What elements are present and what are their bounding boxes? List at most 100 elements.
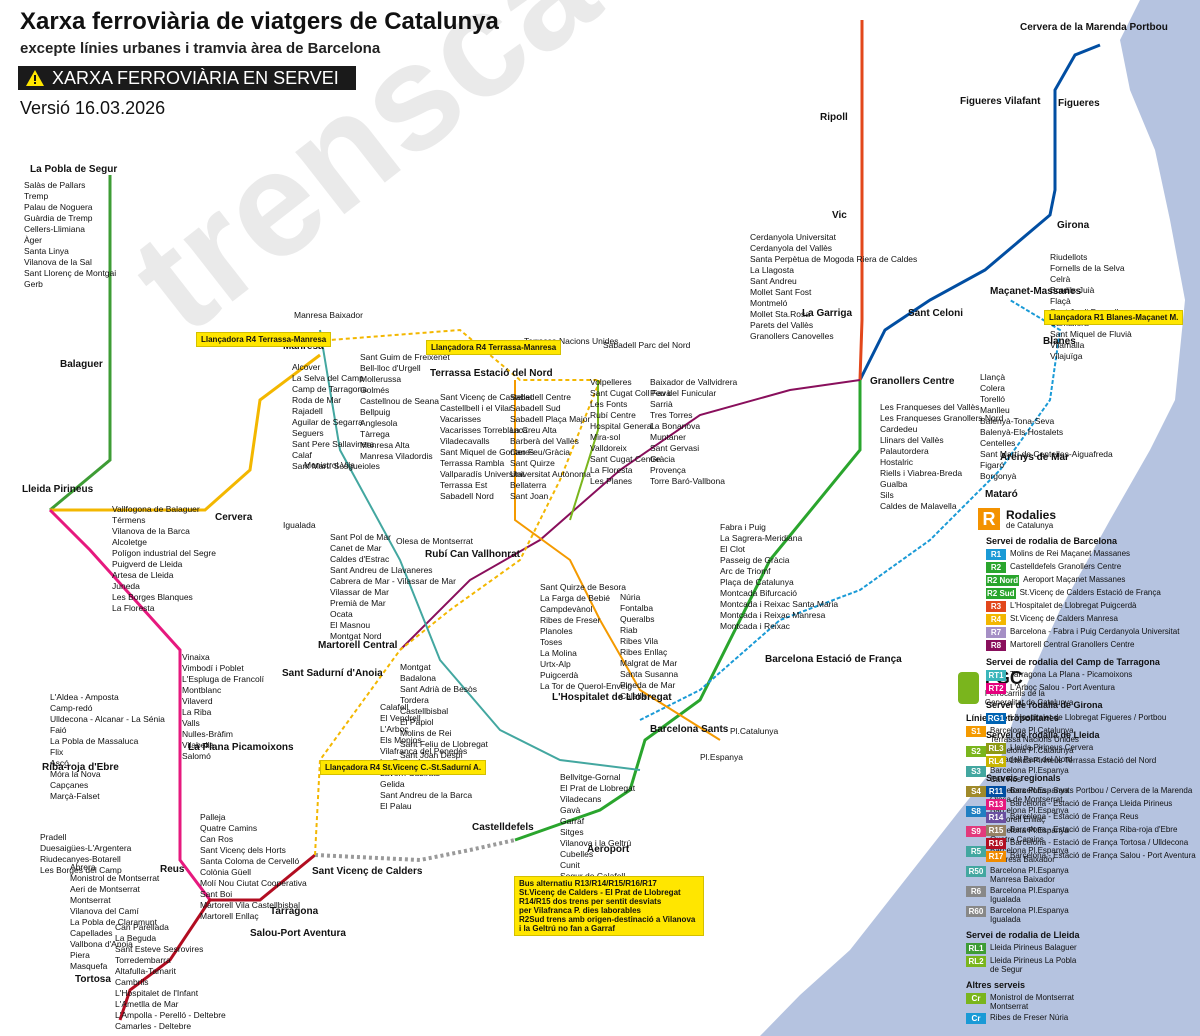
- line-chip: R14: [986, 812, 1006, 823]
- line-chip: Cr: [966, 1013, 986, 1024]
- station-label: Girona: [1057, 220, 1090, 231]
- legend-text: Tarragona La Plana - Picamoixons: [1010, 670, 1133, 679]
- station-label: Sant Adrià de Besòs: [400, 684, 477, 694]
- legend-text: Barcelona - Estació de França Lleida Pir…: [1010, 799, 1173, 808]
- station-label: Tremp: [24, 191, 49, 201]
- station-label: Sarrià: [650, 399, 673, 409]
- station-label: Figaró: [980, 460, 1004, 470]
- station-label: Vacarisses: [440, 414, 481, 424]
- station-label: Universitat Autònoma: [510, 469, 591, 479]
- station-label: Fabra i Puig: [720, 522, 766, 532]
- station-label: Tortosa: [75, 974, 111, 985]
- bus-notice-line: R2Sud trens amb origen-destinació a Vila…: [519, 915, 696, 924]
- station-label: Cerdanyola del Vallès: [750, 243, 832, 253]
- line-chip: R1: [986, 549, 1006, 560]
- station-label: Llançà: [980, 372, 1005, 382]
- station-label: Puigverd de Lleida: [112, 559, 183, 569]
- station-label: Sant Cugat Coll Favà: [590, 388, 671, 398]
- station-label: Plaça de Catalunya: [720, 577, 794, 587]
- line-chip: R6: [966, 886, 986, 897]
- line-r8: [399, 379, 861, 651]
- legend-text: Barcelona - Estació de França Reus: [1010, 812, 1139, 821]
- station-label: Calella: [620, 691, 646, 701]
- line-chip: RL1: [966, 943, 986, 954]
- station-label: L'Ampolla - Perelló - Deltebre: [115, 1010, 226, 1020]
- station-label: Monistrol Vila: [304, 460, 355, 470]
- station-label: Barberà del Vallès: [510, 436, 579, 446]
- station-label: Sant Martí de Centelles-Aiguafreda: [980, 449, 1113, 459]
- station-label: Borgonyà: [980, 471, 1017, 481]
- station-label: Puigcerdà: [540, 670, 579, 680]
- fgc-legend: FGC Ferrocarrils de la Generalitat de Ca…: [958, 668, 1083, 1026]
- legend-text: Aeroport Maçanet Massanes: [1023, 575, 1126, 584]
- legend-text: Barcelona Pl.Espanya Manresa Baixador: [990, 846, 1069, 864]
- station-label: Figueres: [1058, 98, 1100, 109]
- station-label: La Farga de Bebié: [540, 593, 610, 603]
- line-rl3: [50, 353, 321, 512]
- station-label: Alcoletge: [112, 537, 147, 547]
- line-chip: R2 Nord: [986, 575, 1020, 586]
- station-label: Sant Boi: [200, 889, 232, 899]
- station-label: Baixador de Vallvidrera: [650, 377, 738, 387]
- station-label: Montmeló: [750, 298, 788, 308]
- legend-text: Molins de Rei Maçanet Massanes: [1010, 549, 1131, 558]
- station-label: Premià de Mar: [330, 598, 386, 608]
- station-label: Rubí Can Vallhonrat: [425, 549, 521, 560]
- station-label: Balenyà-Tona-Seva: [980, 416, 1054, 426]
- station-label: La Floresta: [590, 465, 633, 475]
- station-label: Gràcia: [650, 454, 675, 464]
- station-label: Tordera: [400, 695, 429, 705]
- station-label: Vallparadís Universitat: [440, 469, 525, 479]
- station-label: Toses: [540, 637, 562, 647]
- station-label: Sant Quirze: [510, 458, 555, 468]
- station-label: Montblanc: [182, 685, 222, 695]
- station-label: Vic: [832, 210, 847, 221]
- station-label: Terrassa Est: [440, 480, 488, 490]
- legend-section-title: Servei de rodalia de Lleida: [986, 730, 1100, 740]
- station-label: Centelles: [980, 438, 1015, 448]
- station-label: Torelló: [980, 394, 1005, 404]
- station-label: Sant Miquel de Gonteres: [440, 447, 534, 457]
- station-label: La Floresta: [112, 603, 155, 613]
- station-label: Guàrdia de Tremp: [24, 213, 93, 223]
- legend-text: Barcelona - Fabra i Puig Cerdanyola Univ…: [1010, 627, 1180, 636]
- station-label: Vilanova de la Sal: [24, 257, 92, 267]
- station-label: Terrassa Estació del Nord: [430, 368, 553, 379]
- station-label: Campdevànol: [540, 604, 593, 614]
- station-label: Sant Vicenç de Castellet: [440, 392, 533, 402]
- station-label: Ribes Enllaç: [620, 647, 668, 657]
- station-label: Santa Coloma de Cervelló: [200, 856, 299, 866]
- station-label: Can Ros: [200, 834, 233, 844]
- station-label: Salomó: [182, 751, 211, 761]
- line-rl2: [49, 175, 112, 512]
- station-label: Sant Pere Sallavinera: [292, 439, 374, 449]
- station-label: La Beguda: [115, 933, 156, 943]
- station-label: Caldes de Malavella: [880, 501, 957, 511]
- station-label: Sitges: [560, 827, 584, 837]
- station-label: Montcada Bifurcació: [720, 588, 797, 598]
- station-label: L'Hospitalet de Llobregat: [552, 692, 672, 703]
- line-chip: R2 Sud: [986, 588, 1016, 599]
- station-label: Sabadell Parc del Nord: [603, 340, 691, 350]
- station-label: La Llagosta: [750, 265, 794, 275]
- bus-notice-line: St.Vicenç de Calders - El Prat de Llobre…: [519, 888, 681, 897]
- station-label: Tarragona: [270, 906, 319, 917]
- notice-r4-sant-vicenc: Llançadora R4 St.Vicenç C.-St.Sadurní A.: [320, 760, 487, 775]
- station-label: Pradell: [40, 832, 67, 842]
- station-label: La Molina: [540, 648, 577, 658]
- station-label: Cellers-Llimiana: [24, 224, 85, 234]
- station-label: Parets del Vallès: [750, 320, 813, 330]
- station-label: Nulles-Bràfim: [182, 729, 233, 739]
- station-label: Barcelona Estació de França: [765, 654, 902, 665]
- station-label: Castellbisbal: [400, 706, 448, 716]
- station-label: Castellnou de Seana: [360, 396, 439, 406]
